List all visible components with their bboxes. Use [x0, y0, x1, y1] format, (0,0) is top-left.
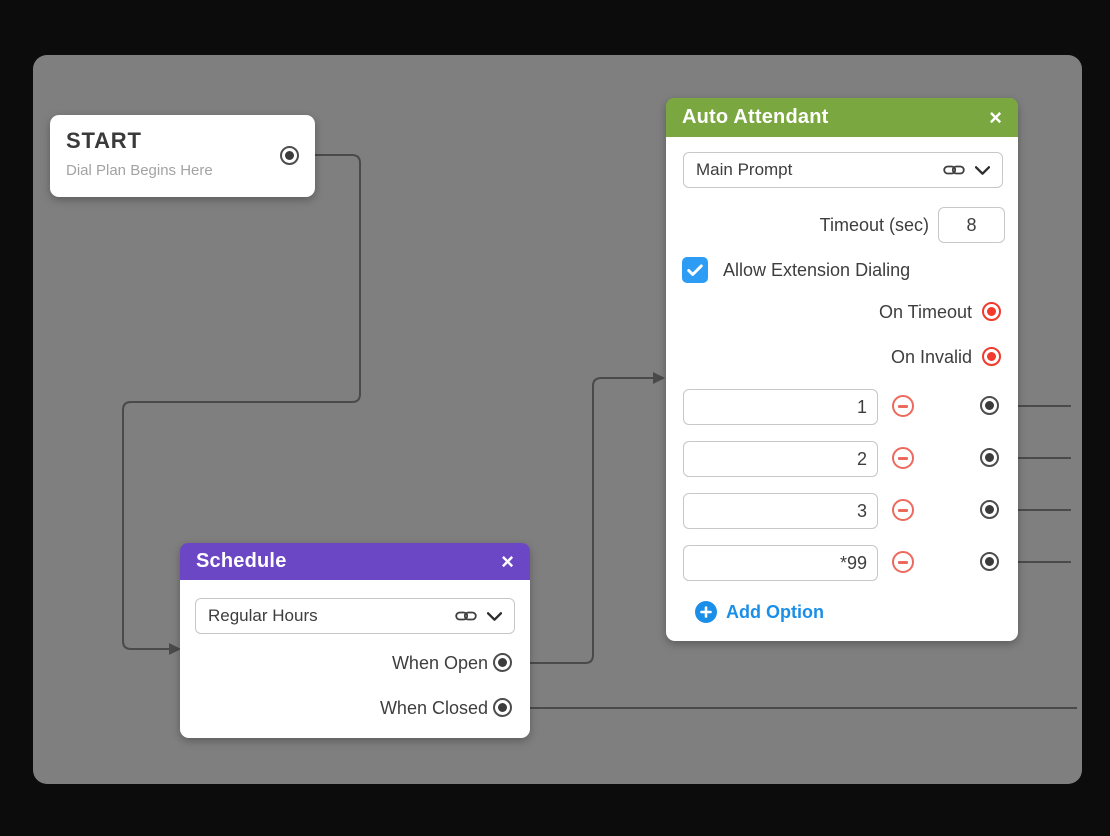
allow-extension-dialing-label: Allow Extension Dialing — [723, 259, 911, 280]
start-output-port[interactable] — [280, 146, 299, 165]
close-icon[interactable]: × — [501, 548, 514, 574]
timeout-label: Timeout (sec) — [819, 214, 929, 235]
remove-option-icon[interactable] — [892, 551, 914, 573]
add-option-label: Add Option — [726, 601, 824, 622]
port-dot — [987, 352, 996, 361]
timeout-input[interactable] — [938, 207, 1005, 243]
when-closed-port[interactable] — [493, 698, 512, 717]
link-icon — [943, 165, 965, 175]
port-dot — [985, 557, 994, 566]
start-node[interactable]: START Dial Plan Begins Here — [50, 115, 315, 197]
checkmark-icon — [687, 263, 703, 276]
auto-attendant-node-title: Auto Attendant — [682, 106, 829, 128]
remove-option-icon[interactable] — [892, 447, 914, 469]
on-timeout-port[interactable] — [982, 302, 1001, 321]
port-dot — [498, 658, 507, 667]
start-node-subtitle: Dial Plan Begins Here — [66, 162, 213, 179]
schedule-node-title: Schedule — [196, 550, 287, 572]
option-3-port[interactable] — [980, 500, 999, 519]
main-prompt-selector[interactable]: Main Prompt — [683, 152, 1003, 188]
option-input-2[interactable] — [683, 441, 878, 477]
port-dot — [285, 151, 294, 160]
chevron-down-icon — [975, 165, 990, 175]
remove-option-icon[interactable] — [892, 395, 914, 417]
schedule-node[interactable]: Schedule × Regular Hours When Open When … — [180, 543, 530, 738]
option-input-1[interactable] — [683, 389, 878, 425]
chevron-down-icon — [487, 611, 502, 621]
minus-bar — [898, 456, 908, 460]
option-4-port[interactable] — [980, 552, 999, 571]
option-input-3[interactable] — [683, 493, 878, 529]
main-prompt-selector-value: Main Prompt — [696, 160, 793, 179]
port-dot — [985, 401, 994, 410]
on-invalid-label: On Invalid — [890, 347, 972, 367]
when-closed-label: When Closed — [379, 698, 488, 718]
port-dot — [498, 703, 507, 712]
remove-option-icon[interactable] — [892, 499, 914, 521]
option-1-port[interactable] — [980, 396, 999, 415]
option-input-4[interactable] — [683, 545, 878, 581]
port-dot — [985, 505, 994, 514]
start-node-title: START — [66, 128, 142, 153]
port-dot — [985, 453, 994, 462]
close-icon[interactable]: × — [989, 104, 1002, 130]
allow-extension-dialing-checkbox[interactable] — [682, 257, 708, 283]
add-option-button[interactable]: Add Option — [695, 601, 824, 623]
auto-attendant-node-header[interactable]: Auto Attendant × — [666, 98, 1018, 137]
port-dot — [987, 307, 996, 316]
minus-bar — [898, 404, 908, 408]
schedule-node-header[interactable]: Schedule × — [180, 543, 530, 580]
when-open-port[interactable] — [493, 653, 512, 672]
when-open-label: When Open — [391, 653, 488, 673]
schedule-selector-value: Regular Hours — [208, 606, 318, 625]
link-icon — [455, 611, 477, 621]
minus-bar — [898, 508, 908, 512]
option-2-port[interactable] — [980, 448, 999, 467]
auto-attendant-node[interactable]: Auto Attendant × Main Prompt Timeout (se… — [666, 98, 1018, 641]
schedule-selector[interactable]: Regular Hours — [195, 598, 515, 634]
on-invalid-port[interactable] — [982, 347, 1001, 366]
plus-icon — [695, 601, 717, 623]
on-timeout-label: On Timeout — [878, 302, 972, 322]
minus-bar — [898, 560, 908, 564]
